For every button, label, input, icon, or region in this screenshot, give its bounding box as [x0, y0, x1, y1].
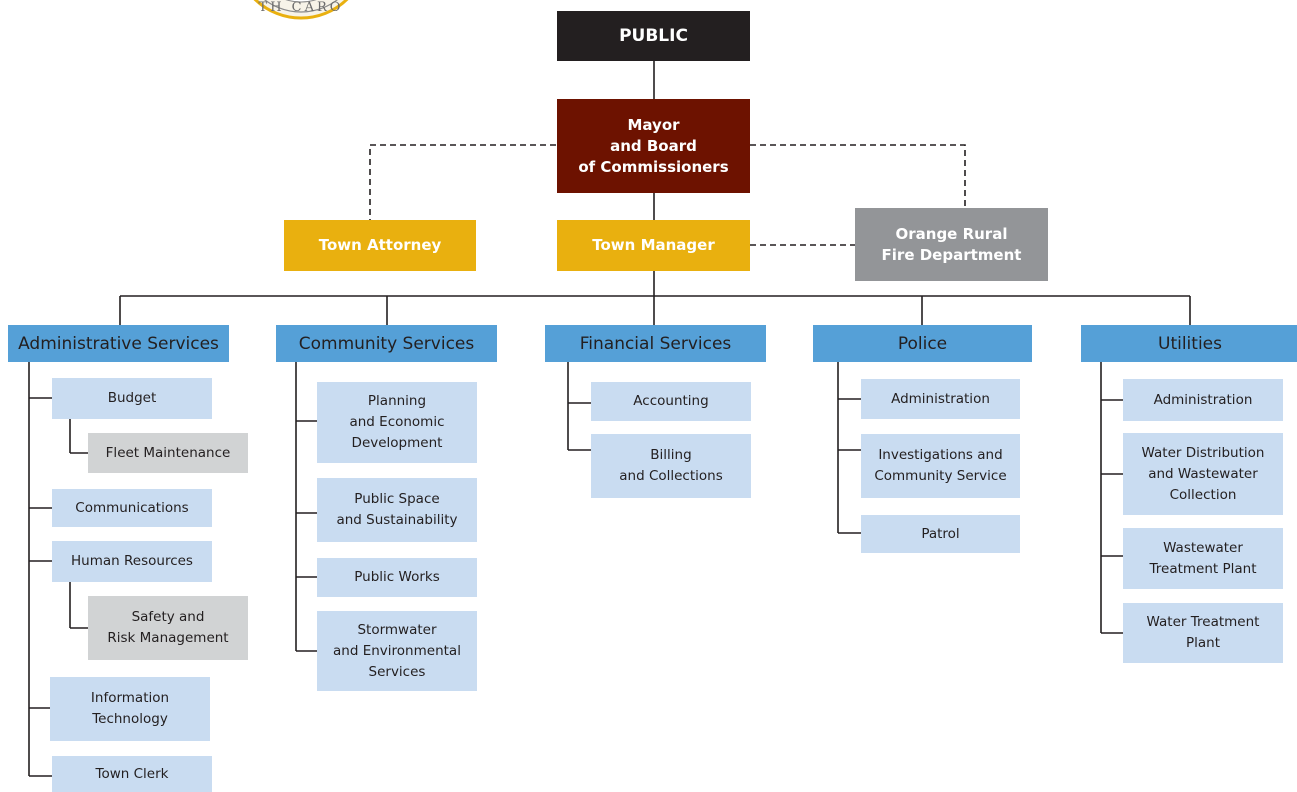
town-seal-logo: TH CARO	[226, 0, 376, 22]
admin-town-clerk-box: Town Clerk	[52, 756, 212, 792]
community-public-space-box: Public Space and Sustainability	[317, 478, 477, 542]
town-manager-box: Town Manager	[557, 220, 750, 271]
seal-text: TH CARO	[258, 0, 344, 15]
admin-safety-risk-box: Safety and Risk Management	[88, 596, 248, 660]
police-patrol-box: Patrol	[861, 515, 1020, 553]
dept-administrative-services: Administrative Services	[8, 325, 229, 362]
dept-community-services: Community Services	[276, 325, 497, 362]
utilities-water-plant-box: Water Treatment Plant	[1123, 603, 1283, 663]
admin-information-technology-box: Information Technology	[50, 677, 210, 741]
town-attorney-box: Town Attorney	[284, 220, 476, 271]
admin-budget-box: Budget	[52, 378, 212, 419]
community-planning-box: Planning and Economic Development	[317, 382, 477, 463]
dept-financial-services: Financial Services	[545, 325, 766, 362]
police-investigations-box: Investigations and Community Service	[861, 434, 1020, 498]
police-administration-box: Administration	[861, 379, 1020, 419]
dept-police: Police	[813, 325, 1032, 362]
utilities-wastewater-plant-box: Wastewater Treatment Plant	[1123, 528, 1283, 589]
utilities-water-distribution-box: Water Distribution and Wastewater Collec…	[1123, 433, 1283, 515]
fire-department-box: Orange Rural Fire Department	[855, 208, 1048, 281]
mayor-board-box: Mayor and Board of Commissioners	[557, 99, 750, 193]
admin-communications-box: Communications	[52, 489, 212, 527]
utilities-administration-box: Administration	[1123, 379, 1283, 421]
community-stormwater-box: Stormwater and Environmental Services	[317, 611, 477, 691]
public-box: PUBLIC	[557, 11, 750, 61]
community-public-works-box: Public Works	[317, 558, 477, 597]
financial-billing-box: Billing and Collections	[591, 434, 751, 498]
financial-accounting-box: Accounting	[591, 382, 751, 421]
dept-utilities: Utilities	[1081, 325, 1297, 362]
admin-human-resources-box: Human Resources	[52, 541, 212, 582]
admin-fleet-maintenance-box: Fleet Maintenance	[88, 433, 248, 473]
